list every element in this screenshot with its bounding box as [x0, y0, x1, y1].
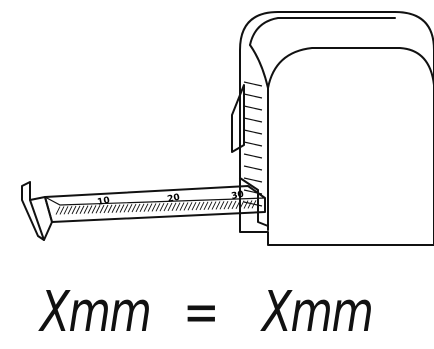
- hatch-line: [139, 203, 145, 213]
- hatch-line: [207, 201, 213, 210]
- hatch-line: [227, 200, 233, 210]
- hatch-line: [155, 203, 161, 212]
- caption-right: Xmm: [262, 280, 374, 345]
- hatch-line: [83, 205, 89, 214]
- hatch-line: [147, 203, 153, 212]
- hatch-line: [111, 204, 117, 213]
- caption-operator: =: [183, 280, 220, 345]
- hatch-line: [123, 204, 129, 213]
- hatch-line: [71, 205, 77, 215]
- tick-label-10: 10: [97, 196, 111, 208]
- hatch-line: [79, 205, 85, 214]
- hatch-line: [215, 201, 221, 210]
- hatch-line: [55, 206, 61, 215]
- tick-label-30: 30: [231, 190, 245, 202]
- hatch-line: [127, 204, 133, 213]
- hatch-line: [203, 201, 209, 211]
- hatch-line: [67, 205, 73, 215]
- hatch-line: [87, 205, 93, 214]
- hatch-line: [251, 200, 257, 209]
- hatch-line: [151, 203, 157, 212]
- grip-ridge: [243, 141, 263, 147]
- end-hook-icon: [21, 181, 53, 241]
- hatch-line: [175, 202, 181, 211]
- hatch-line: [75, 205, 81, 215]
- hatch-line: [95, 205, 101, 214]
- hatch-line: [163, 202, 169, 212]
- hatch-line: [211, 201, 217, 210]
- hatch-line: [195, 201, 201, 211]
- hatch-line: [179, 202, 185, 211]
- grip-ridge: [243, 177, 263, 183]
- hatch-line: [159, 203, 165, 212]
- hatch-line: [235, 200, 241, 209]
- hatch-line: [59, 206, 65, 215]
- hatch-line: [219, 201, 225, 210]
- hatch-line: [119, 204, 125, 213]
- hatch-line: [135, 203, 141, 213]
- hatch-line: [63, 206, 69, 215]
- grip-ridge: [243, 105, 263, 111]
- hatch-line: [115, 204, 121, 213]
- hatch-line: [167, 202, 173, 212]
- hatch-line: [91, 205, 97, 214]
- hatch-line: [243, 200, 249, 209]
- hatch-line: [247, 200, 253, 209]
- hatch-line: [191, 201, 197, 211]
- hatch-line: [199, 201, 205, 211]
- hatch-line: [223, 200, 229, 210]
- hatch-line: [143, 203, 149, 212]
- tape-measure-case-icon: [231, 11, 434, 246]
- grip-ridge: [243, 81, 263, 87]
- hatch-line: [231, 200, 237, 210]
- grip-ridge: [243, 117, 263, 123]
- caption-left: Xmm: [40, 280, 152, 345]
- grip-ridge: [243, 129, 263, 135]
- hatch-line: [183, 202, 189, 211]
- hatch-line: [107, 204, 113, 214]
- lock-button: [231, 84, 245, 153]
- hatch-line: [131, 203, 137, 213]
- grip-ridge: [243, 165, 263, 171]
- grip-ridge: [243, 93, 263, 99]
- hatch-line: [103, 204, 109, 214]
- hatch-line: [187, 202, 193, 211]
- hatch-line: [171, 202, 177, 212]
- hatch-line: [239, 200, 245, 209]
- blade-hatching: [55, 200, 257, 215]
- tick-label-20: 20: [167, 193, 181, 205]
- hatch-line: [99, 204, 105, 214]
- grip-ridge: [243, 153, 263, 159]
